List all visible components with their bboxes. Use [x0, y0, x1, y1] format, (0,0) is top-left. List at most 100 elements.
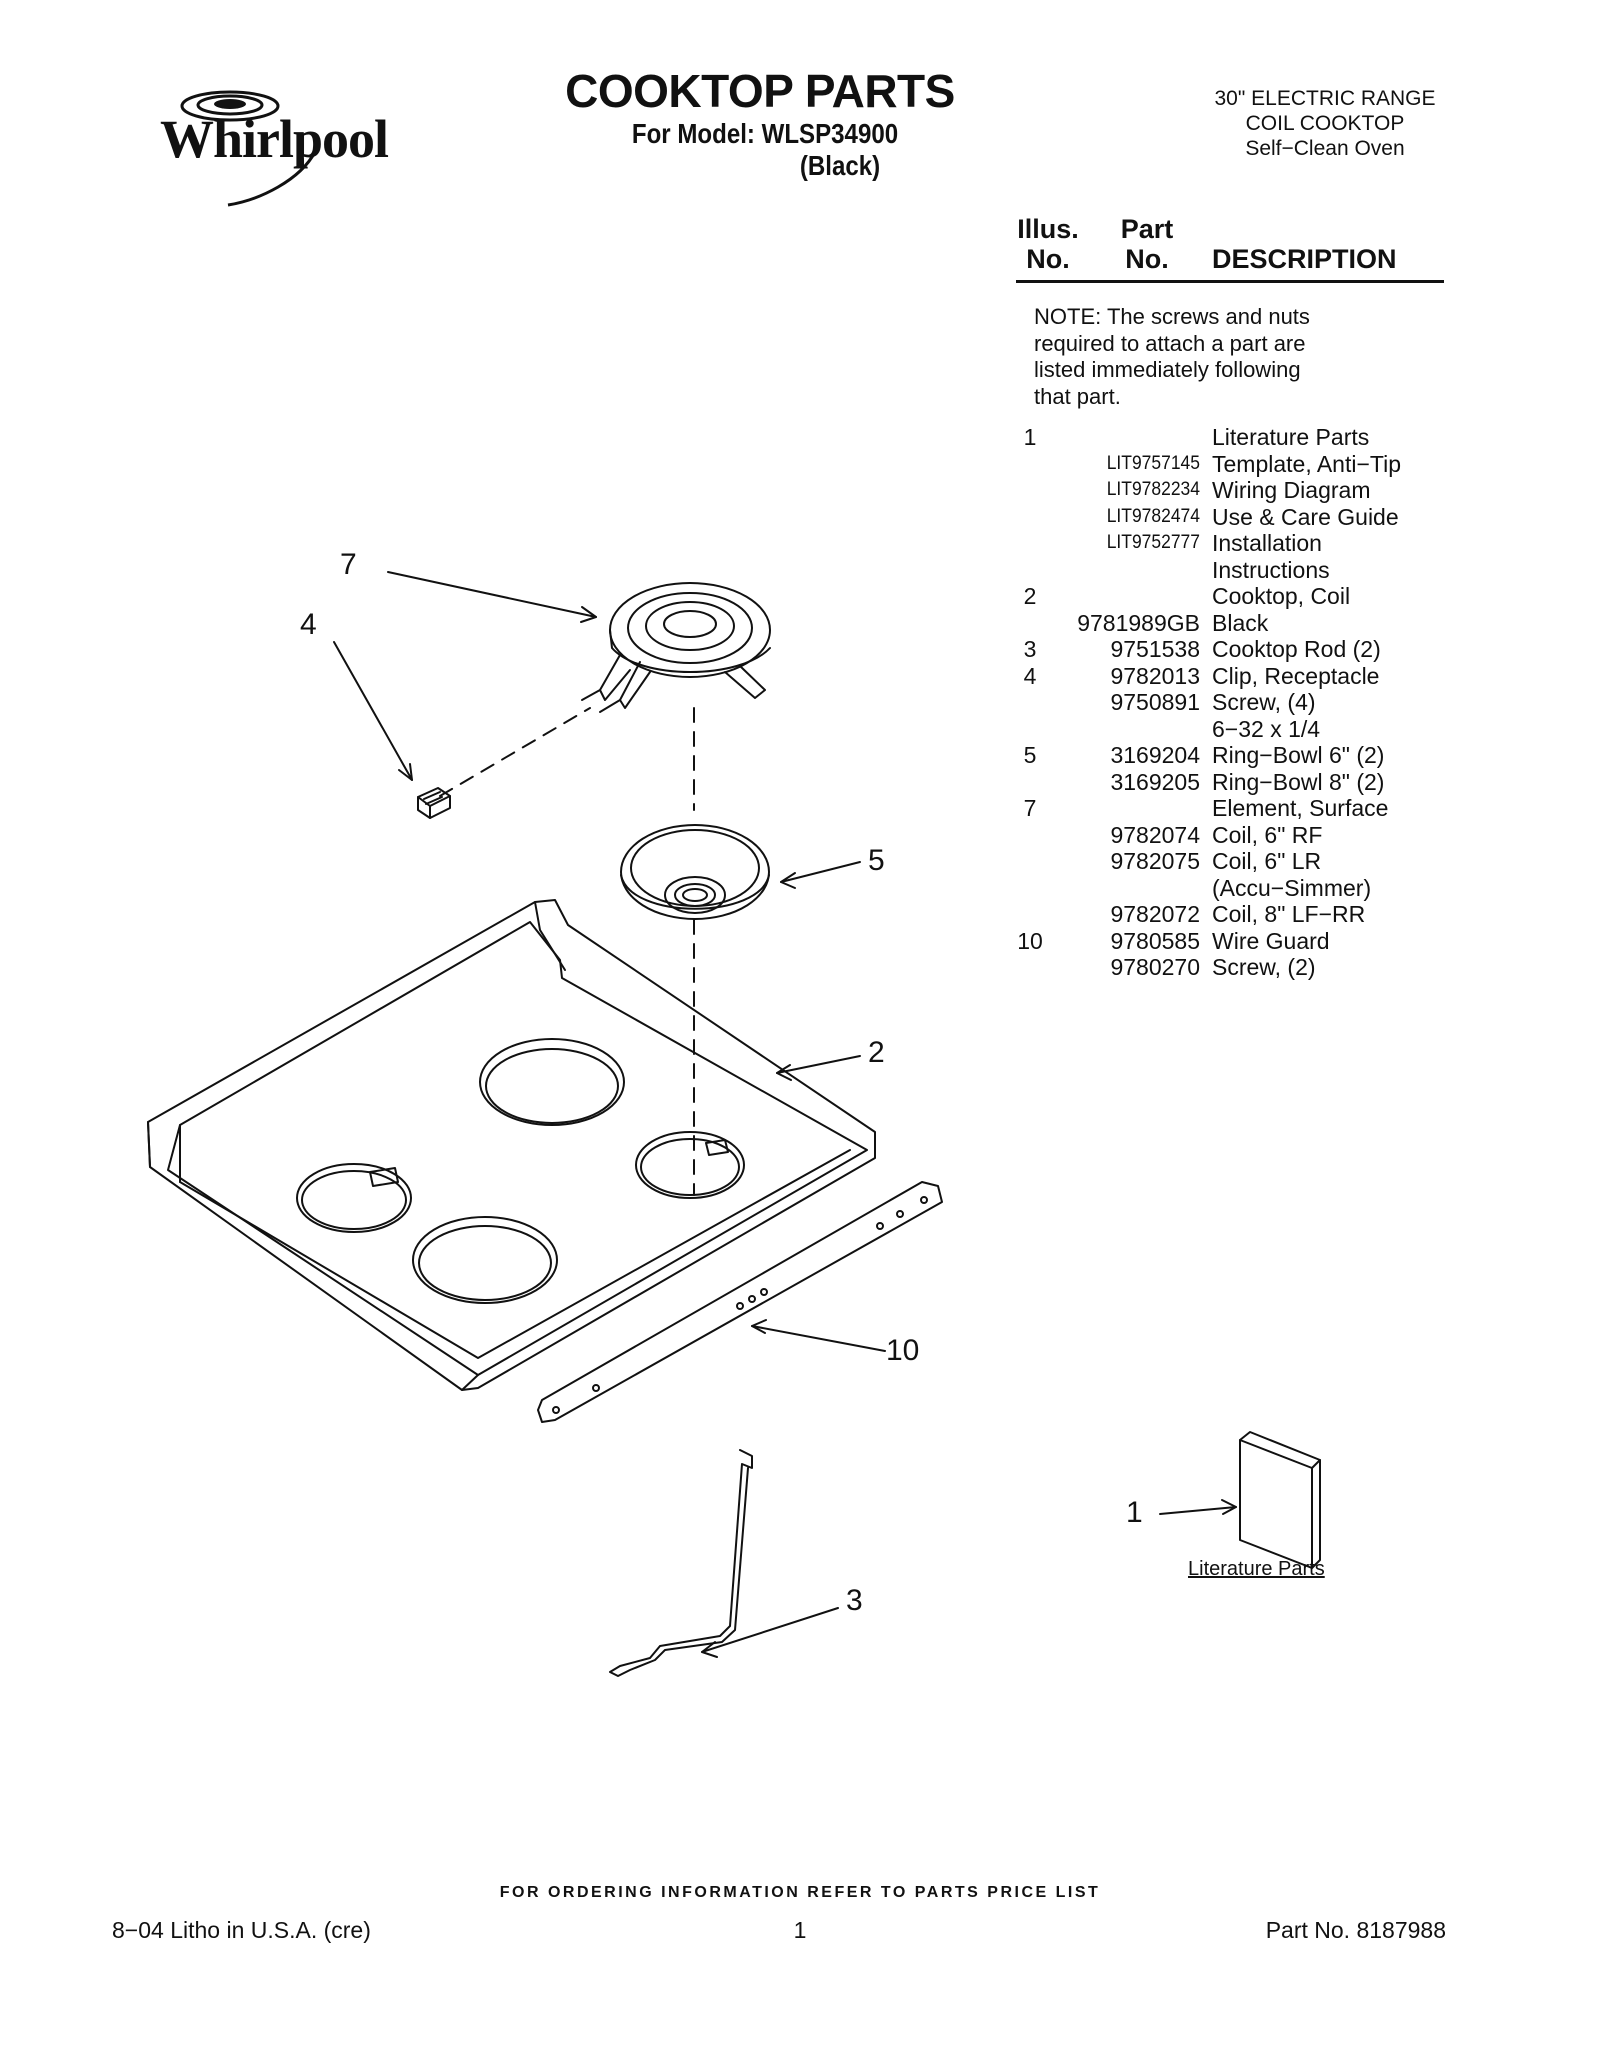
callout-3: 3 [846, 1584, 863, 1617]
literature-book-drawing [1239, 1431, 1321, 1569]
brand-logo: Whirlpool [160, 109, 389, 169]
part-description: Coil, 8" LF−RR [1212, 901, 1366, 927]
illus-number: 2 [1023, 583, 1037, 609]
parts-row: 10 9780585 Wire Guard [1010, 928, 1480, 955]
part-description: Use & Care Guide [1212, 503, 1399, 530]
parts-row: 9782072 Coil, 8" LF−RR [1010, 901, 1480, 928]
part-description: (Accu−Simmer) [1212, 874, 1372, 901]
parts-row: 9750891 Screw, (4) [1010, 689, 1480, 716]
part-number: 9781989GB [1077, 609, 1200, 636]
parts-row: 4 9782013 Clip, Receptacle [1010, 663, 1480, 690]
part-description: Wiring Diagram [1212, 477, 1371, 503]
part-description: Template, Anti−Tip [1212, 450, 1401, 477]
col-header-description: DESCRIPTION [1212, 244, 1397, 274]
part-description: Ring−Bowl 6" (2) [1212, 742, 1385, 768]
parts-row: LIT9757145 Template, Anti−Tip [1010, 451, 1480, 478]
part-number: 9782072 [1110, 901, 1200, 927]
part-description: Element, Surface [1212, 795, 1389, 821]
illus-number: 10 [1017, 927, 1043, 954]
leader-lines [333, 571, 1237, 1658]
parts-row: 3169205 Ring−Bowl 8" (2) [1010, 769, 1480, 796]
parts-row: Instructions [1010, 557, 1480, 584]
logo-flourish [227, 151, 317, 207]
cooktop-drawing [147, 899, 876, 1391]
page-title: COOKTOP PARTS [565, 65, 955, 117]
header-divider [1016, 280, 1444, 283]
part-number: LIT9782474 [1106, 505, 1200, 527]
part-description: Literature Parts [1212, 424, 1370, 450]
part-description: Screw, (2) [1212, 954, 1316, 980]
part-description: 6−32 x 1/4 [1212, 715, 1321, 742]
parts-row: 9782074 Coil, 6" RF [1010, 822, 1480, 849]
wire-guard-drawing [537, 1181, 943, 1423]
part-description: Clip, Receptacle [1212, 662, 1380, 689]
part-number: LIT9782234 [1106, 479, 1200, 500]
assembly-lines [439, 707, 695, 1196]
ring-bowl-drawing [620, 824, 770, 920]
cooktop-rod-drawing [609, 1449, 753, 1677]
callout-4: 4 [300, 608, 317, 641]
part-description: Ring−Bowl 8" (2) [1212, 768, 1385, 795]
part-description: Coil, 6" LR [1212, 848, 1322, 874]
litho-info: 8−04 Litho in U.S.A. (cre) [112, 1917, 371, 1943]
col-header-part: Part No. [1120, 214, 1174, 274]
part-number: 9751538 [1110, 636, 1200, 662]
callout-10: 10 [886, 1334, 920, 1367]
part-description: Screw, (4) [1212, 689, 1316, 715]
part-number: 3169204 [1110, 742, 1200, 768]
product-line: Self−Clean Oven [1245, 137, 1405, 160]
product-line: 30" ELECTRIC RANGE [1214, 87, 1436, 110]
parts-row: 9782075 Coil, 6" LR [1010, 848, 1480, 875]
col-header-illus: Illus. No. [1017, 214, 1079, 274]
part-description: Wire Guard [1212, 927, 1330, 954]
model-subtitle: For Model: WLSP34900 [631, 118, 899, 149]
product-lines: 30" ELECTRIC RANGE COIL COOKTOP Self−Cle… [1160, 86, 1490, 161]
part-number: 3169205 [1110, 768, 1200, 795]
parts-row: 1 Literature Parts [1010, 424, 1480, 451]
parts-row: (Accu−Simmer) [1010, 875, 1480, 902]
part-number: 9750891 [1110, 689, 1200, 715]
illus-number: 4 [1023, 662, 1037, 689]
page-number: 1 [793, 1917, 807, 1943]
parts-row: 7 Element, Surface [1010, 795, 1480, 822]
ordering-info: FOR ORDERING INFORMATION REFER TO PARTS … [499, 1884, 1101, 1901]
product-line: COIL COOKTOP [1245, 112, 1405, 135]
part-description: Cooktop, Coil [1212, 583, 1351, 609]
parts-row: LIT9782234 Wiring Diagram [1010, 477, 1480, 504]
part-description: Installation [1212, 530, 1322, 556]
parts-row: LIT9782474 Use & Care Guide [1010, 504, 1480, 531]
part-number: 9782013 [1110, 662, 1200, 689]
table-note: NOTE: The screws and nuts required to at… [1034, 304, 1310, 409]
model-color: (Black) [799, 150, 881, 181]
part-description: Black [1212, 609, 1269, 636]
illus-number: 5 [1023, 742, 1037, 768]
parts-row: 2 Cooktop, Coil [1010, 583, 1480, 610]
parts-row: 9780270 Screw, (2) [1010, 954, 1480, 981]
parts-row: 9781989GB Black [1010, 610, 1480, 637]
part-description: Cooktop Rod (2) [1212, 636, 1381, 662]
callout-7: 7 [340, 548, 357, 581]
part-number: 9782075 [1110, 848, 1200, 874]
illus-number: 3 [1023, 636, 1037, 662]
parts-row: 5 3169204 Ring−Bowl 6" (2) [1010, 742, 1480, 769]
part-description: Instructions [1212, 556, 1330, 583]
document-part-number: Part No. 8187988 [1265, 1917, 1446, 1943]
illus-number: 7 [1023, 795, 1037, 821]
callout-1: 1 [1126, 1496, 1143, 1529]
part-number: 9780585 [1110, 927, 1200, 954]
parts-row: 6−32 x 1/4 [1010, 716, 1480, 743]
part-number: 9782074 [1110, 821, 1200, 848]
whirlpool-swirl-icon [180, 90, 280, 122]
callout-2: 2 [868, 1036, 885, 1069]
part-number: LIT9752777 [1106, 532, 1200, 553]
part-number: 9780270 [1110, 954, 1200, 980]
parts-row: 3 9751538 Cooktop Rod (2) [1010, 636, 1480, 663]
illus-number: 1 [1023, 424, 1037, 450]
literature-parts-caption: Literature Parts [1188, 1558, 1325, 1580]
surface-element-drawing [581, 582, 771, 713]
part-number: LIT9757145 [1106, 452, 1200, 474]
parts-row: LIT9752777 Installation [1010, 530, 1480, 557]
callout-5: 5 [868, 844, 885, 877]
part-description: Coil, 6" RF [1212, 821, 1323, 848]
